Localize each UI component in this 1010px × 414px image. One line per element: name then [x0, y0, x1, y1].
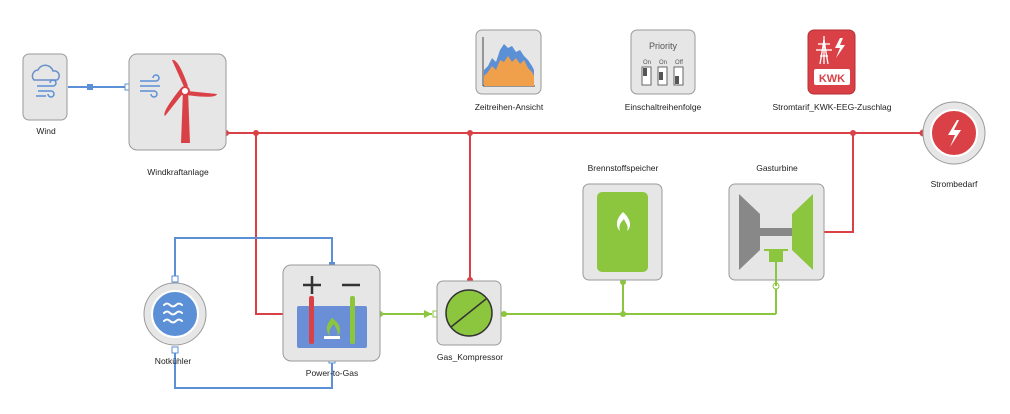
- timeseries-label: Zeitreihen-Ansicht: [474, 102, 544, 112]
- gas-lines: [380, 282, 777, 315]
- kwk-badge: KWK: [819, 73, 845, 85]
- switch-order-label: Einschaltreihenfolge: [624, 102, 702, 112]
- waves-icon: [163, 302, 183, 324]
- tariff-label: Stromtarif_KWK-EEG-Zuschlag: [772, 102, 892, 112]
- gas-compressor-label: Gas_Kompressor: [436, 352, 504, 362]
- gas-turbine-label: Gasturbine: [756, 163, 798, 173]
- flame-icon: [326, 318, 340, 336]
- priority-switches-icon: [641, 66, 684, 86]
- demand-label: Strombedarf: [930, 179, 978, 189]
- fuel-storage-node[interactable]: [582, 183, 663, 281]
- wind-gust-icon: [140, 74, 160, 98]
- lightning-icon: [835, 38, 845, 58]
- wind-turbine-node[interactable]: [128, 53, 227, 151]
- gas-compressor-node[interactable]: [436, 280, 502, 346]
- switch-order-node[interactable]: Priority On On Off: [630, 29, 696, 95]
- power-pylon-icon: [816, 36, 832, 65]
- flame-icon: [616, 212, 631, 231]
- cooler-label: Notkühler: [154, 356, 192, 366]
- priority-title: Priority: [649, 41, 678, 51]
- timeseries-node[interactable]: [475, 29, 542, 95]
- cooling-lines: [174, 237, 333, 389]
- turbine-expander-shape: [792, 194, 813, 270]
- gas-turbine-node[interactable]: [728, 183, 825, 286]
- demand-node[interactable]: [922, 101, 986, 165]
- power-to-gas-label: Power-to-Gas: [305, 368, 359, 378]
- cloud-wind-icon: [31, 64, 60, 98]
- lightning-icon: [948, 120, 961, 147]
- gas-arrow: [424, 310, 432, 318]
- power-to-gas-node[interactable]: [282, 264, 381, 362]
- tariff-node[interactable]: KWK: [807, 29, 856, 95]
- cooler-node[interactable]: [143, 282, 207, 346]
- priority-on-label-2: On: [659, 60, 667, 66]
- turbine-compressor-shape: [739, 194, 760, 270]
- turbine-rotor-icon: [164, 59, 217, 143]
- wind-turbine-label: Windkraftanlage: [147, 167, 209, 177]
- wind-label: Wind: [36, 126, 56, 136]
- fuel-storage-label: Brennstoffspeicher: [587, 163, 659, 173]
- wind-node[interactable]: [22, 53, 68, 121]
- power-lines: [226, 132, 923, 315]
- timeseries-chart-icon: [482, 37, 535, 87]
- priority-off-label: Off: [675, 60, 683, 66]
- compressor-symbol: [450, 298, 487, 328]
- plus-minus-icon: [303, 276, 360, 294]
- wind-connection: [68, 83, 132, 91]
- priority-on-label-1: On: [643, 60, 651, 66]
